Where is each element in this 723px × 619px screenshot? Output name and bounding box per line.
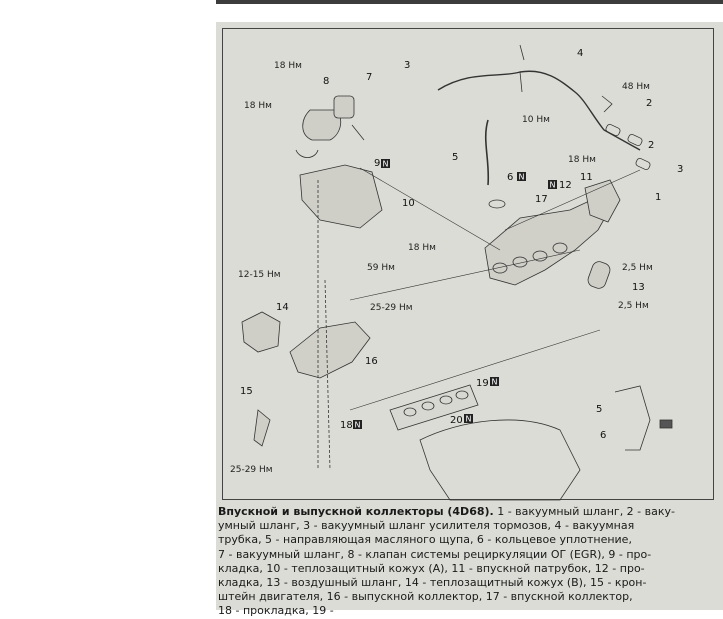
new-part-mark: N xyxy=(353,420,362,430)
caption-line: штейн двигателя, 16 - выпускной коллекто… xyxy=(218,590,633,604)
exhaust-manifold-drawing xyxy=(289,321,371,379)
torque-label: 2,5 Нм xyxy=(618,301,649,311)
part-number: 7 xyxy=(366,72,372,83)
part-number: 8 xyxy=(323,76,329,87)
figure-caption: Впускной и выпускной коллекторы (4D68). … xyxy=(218,505,718,619)
svg-text:N: N xyxy=(466,415,472,424)
torque-label: 59 Нм xyxy=(367,263,395,273)
intake-manifold-drawing xyxy=(484,195,616,286)
diagram-frame xyxy=(222,28,714,500)
part-number: 19 xyxy=(476,378,489,389)
caption-line: 18 - прокладка, 19 - xyxy=(218,604,334,618)
part-number: 1 xyxy=(655,192,661,203)
part-number: 14 xyxy=(276,302,289,313)
torque-label: 18 Нм xyxy=(408,243,436,253)
new-part-mark: N xyxy=(381,159,390,169)
air-hose-drawing xyxy=(587,261,611,289)
scan-edge-strip xyxy=(216,0,723,4)
book-page xyxy=(216,22,723,610)
torque-label: 25-29 Нм xyxy=(370,303,413,313)
torque-label: 48 Нм xyxy=(622,82,650,92)
svg-text:N: N xyxy=(383,160,389,169)
torque-label: 18 Нм xyxy=(274,61,302,71)
caption-line: кладка, 10 - теплозащитный кожух (А), 11… xyxy=(218,561,645,575)
torque-label: 12-15 Нм xyxy=(238,270,281,280)
new-part-mark: N xyxy=(464,414,473,424)
inset-dipstick-drawing xyxy=(614,385,651,451)
dipstick-guide-drawing xyxy=(484,119,490,186)
part-number: 20 xyxy=(450,415,463,426)
part-number: 3 xyxy=(404,60,410,71)
part-number: 2 xyxy=(646,98,652,109)
torque-label: 2,5 Нм xyxy=(622,263,653,273)
part-number: 9 xyxy=(374,158,380,169)
part-number: 4 xyxy=(577,48,583,59)
part-number: 6 xyxy=(507,172,513,183)
part-number: 18 xyxy=(340,420,353,431)
torque-label: 18 Нм xyxy=(244,101,272,111)
new-part-mark: N xyxy=(548,180,557,190)
svg-text:N: N xyxy=(492,378,498,387)
caption-line: кладка, 13 - воздушный шланг, 14 - тепло… xyxy=(218,576,647,590)
part-number: 16 xyxy=(365,356,378,367)
svg-text:N: N xyxy=(519,173,525,182)
new-part-mark: N xyxy=(490,377,499,387)
caption-line: Впускной и выпускной коллекторы (4D68). … xyxy=(218,505,675,518)
part-number: 2 xyxy=(648,140,654,151)
part-number: 13 xyxy=(632,282,645,293)
heat-shield-a-drawing xyxy=(299,164,383,229)
caption-title: Впускной и выпускной коллекторы (4D68). xyxy=(218,505,494,518)
part-number: 6 xyxy=(600,430,606,441)
part-number: 3 xyxy=(677,164,683,175)
part-number: 5 xyxy=(596,404,602,415)
heat-shield-b-drawing xyxy=(241,311,281,353)
torque-label: 10 Нм xyxy=(522,115,550,125)
caption-line: 7 - вакуумный шланг, 8 - клапан системы … xyxy=(218,547,652,561)
vacuum-tube-drawing xyxy=(437,70,641,151)
svg-text:N: N xyxy=(550,181,556,190)
part-number: 15 xyxy=(240,386,253,397)
caption-line: трубка, 5 - направляющая масляного щупа,… xyxy=(218,533,632,547)
part-number: 12 xyxy=(559,180,572,191)
torque-label: 25-29 Нм xyxy=(230,465,273,475)
caption-line: умный шланг, 3 - вакуумный шланг усилите… xyxy=(218,519,635,533)
engine-block-drawing xyxy=(419,419,581,501)
torque-label: 18 Нм xyxy=(568,155,596,165)
part-number: 11 xyxy=(580,172,593,183)
hose-2-drawing xyxy=(605,124,621,136)
svg-text:N: N xyxy=(355,421,361,430)
new-part-mark: N xyxy=(517,172,526,182)
part-number: 10 xyxy=(402,198,415,209)
engine-bracket-drawing xyxy=(253,409,271,447)
part-number: 17 xyxy=(535,194,548,205)
part-number: 5 xyxy=(452,152,458,163)
